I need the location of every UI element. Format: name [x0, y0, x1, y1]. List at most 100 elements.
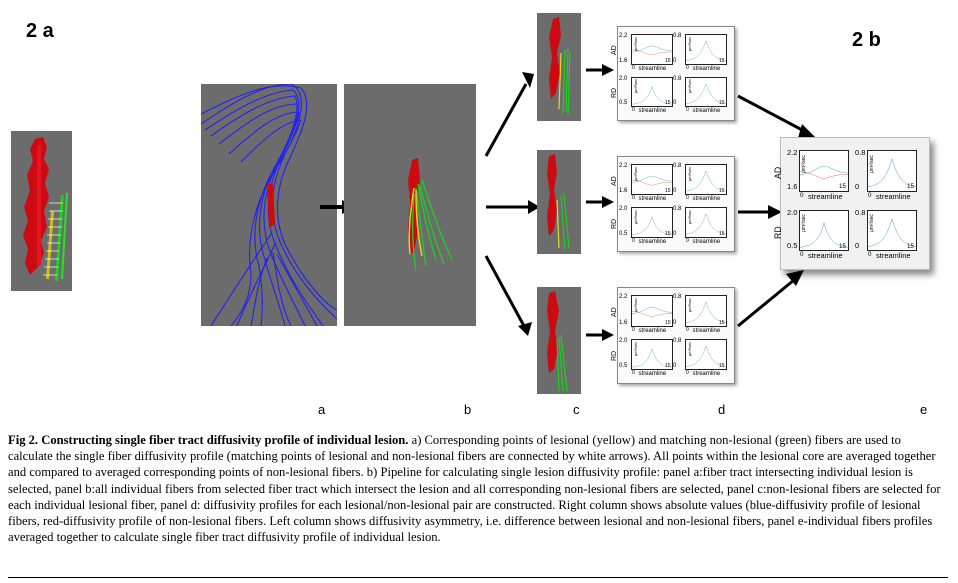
unit-label: μm²/sec [633, 298, 638, 313]
mini-plot [685, 34, 727, 65]
y-tick-top: 2.0 [619, 206, 628, 212]
panel-label-2a: 2 a [26, 20, 54, 42]
lesional-profile-line [800, 165, 848, 175]
x-tick-end: 15 [719, 363, 725, 369]
fiber-pair-image-1 [537, 13, 581, 121]
x-axis-label: streamline [638, 196, 667, 202]
x-tick-end: 15 [665, 319, 671, 326]
lesional-profile-line [632, 45, 672, 53]
y-tick-top: 2.2 [619, 294, 628, 300]
x-tick-start: 0 [632, 326, 635, 333]
y-tick-top: 2.0 [619, 337, 628, 344]
mini-plot [631, 338, 673, 370]
x-axis-label: streamline [692, 239, 721, 245]
x-tick-end: 15 [907, 183, 914, 190]
y-tick-bottom: 0 [855, 181, 860, 191]
non-lesional-profile-line [632, 49, 672, 56]
y-tick-top: 0.8 [673, 206, 682, 212]
y-tick-top: 0.8 [673, 163, 682, 169]
lesional-profile-line [632, 307, 672, 314]
lesional-profile-line [686, 83, 726, 104]
y-tick-top: 0.8 [673, 75, 682, 82]
y-axis-label: RD [611, 350, 618, 361]
y-tick-bottom: 1.6 [619, 188, 628, 194]
non-lesional-profile-line [632, 179, 672, 186]
lesional-profile-line [868, 218, 916, 247]
column-label-e: e [920, 402, 928, 417]
unit-label: μm²/sec [633, 78, 638, 94]
x-axis-label: streamline [638, 371, 667, 377]
mini-plot [685, 295, 727, 327]
y-tick-top: 0.8 [855, 207, 866, 217]
column-label-c: c [573, 402, 580, 417]
lesional-profile-line [632, 216, 672, 235]
x-tick-end: 15 [665, 100, 671, 106]
y-tick-bottom: 0.5 [787, 241, 798, 251]
x-axis-label: streamline [692, 65, 721, 72]
x-axis-label: streamline [692, 371, 721, 377]
y-tick-bottom: 0 [855, 241, 860, 251]
mini-plot [631, 295, 673, 327]
y-tick-bottom: 0 [673, 231, 677, 237]
y-tick-top: 2.2 [787, 148, 798, 157]
panel-label-2b: 2 b [852, 29, 881, 51]
y-tick-bottom: 0 [673, 57, 677, 64]
y-axis-label: RD [611, 87, 618, 98]
x-axis-label: streamline [692, 108, 721, 114]
mini-plot [685, 164, 727, 195]
y-axis-label: RD [611, 218, 618, 229]
x-tick-end: 15 [839, 242, 846, 250]
y-axis-label: AD [773, 166, 783, 180]
caption-title: Fig 2. Constructing single fiber tract d… [8, 433, 409, 447]
x-axis-label: streamline [638, 65, 667, 72]
x-tick-start: 0 [686, 370, 689, 376]
y-tick-top: 2.2 [619, 33, 628, 39]
x-tick-start: 0 [632, 107, 635, 113]
unit-label: μm²/sec [687, 209, 692, 225]
unit-label: μm²/sec [801, 154, 807, 173]
arrow-diagonal-icon [737, 94, 816, 138]
fiber-pair-image-3 [537, 287, 581, 394]
non-lesional-profile-line [632, 311, 672, 317]
figure-caption: Fig 2. Constructing single fiber tract d… [8, 432, 948, 545]
unit-label: μm²/sec [869, 214, 875, 233]
unit-label: μm²/sec [633, 166, 638, 182]
x-tick-end: 15 [719, 188, 725, 194]
lesional-profile-line [686, 40, 726, 61]
x-tick-start: 0 [686, 64, 689, 71]
unit-label: μm²/sec [633, 209, 638, 225]
y-tick-bottom: 0 [673, 319, 677, 326]
x-tick-start: 0 [686, 107, 689, 113]
mini-plot [631, 207, 673, 238]
fiber-pair-image-2 [537, 150, 581, 254]
unit-label: μm²/sec [687, 298, 692, 313]
x-tick-start: 0 [800, 191, 804, 199]
unit-label: μm²/sec [801, 214, 807, 233]
lesion-fiber-image [11, 131, 72, 291]
x-tick-end: 15 [665, 188, 671, 194]
y-tick-top: 2.0 [619, 75, 628, 82]
mini-plot [631, 76, 673, 107]
x-tick-start: 0 [632, 195, 635, 201]
y-axis-label: RD [773, 225, 783, 239]
y-tick-top: 2.0 [787, 207, 798, 217]
x-tick-end: 15 [665, 57, 671, 64]
arrow-right-icon [586, 329, 614, 341]
lesional-profile-line [632, 86, 672, 104]
y-axis-label: AD [611, 307, 618, 318]
x-tick-start: 0 [868, 251, 872, 258]
x-axis-label: streamline [638, 239, 667, 245]
x-axis-label: streamline [876, 251, 911, 260]
mini-plot [631, 164, 673, 195]
x-tick-start: 0 [632, 238, 635, 244]
mini-plot [685, 207, 727, 238]
lesional-profile-line [686, 170, 726, 192]
caption-rule [8, 577, 948, 578]
y-tick-bottom: 0.5 [619, 363, 628, 369]
arrow-right-icon [738, 205, 782, 219]
y-tick-top: 2.2 [619, 163, 628, 169]
non-lesional-profile-line [800, 171, 848, 179]
